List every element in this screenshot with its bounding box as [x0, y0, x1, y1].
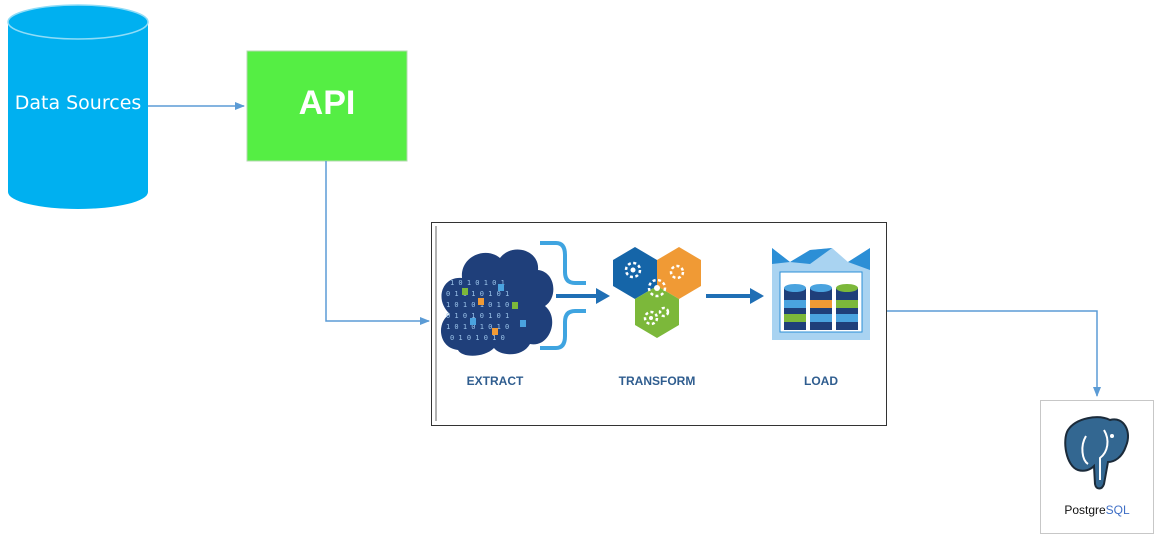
- data-sources-label: Data Sources: [14, 92, 142, 114]
- postgresql-elephant-icon: [1064, 416, 1129, 490]
- postgresql-label: PostgreSQL: [1040, 503, 1154, 517]
- svg-text:1 0 1 0 1 0 1 0: 1 0 1 0 1 0 1 0: [446, 301, 509, 309]
- postgresql-label-suffix: SQL: [1105, 503, 1130, 517]
- edge-etl-to-postgres: [887, 310, 1101, 397]
- svg-text:0 1 0 1 0 1 0 1: 0 1 0 1 0 1 0 1: [446, 312, 509, 320]
- load-warehouse-icon: [772, 248, 870, 340]
- api-box: [246, 50, 408, 162]
- postgresql-label-prefix: Postgre: [1064, 503, 1106, 517]
- svg-text:0 1 0 1 0 1 0: 0 1 0 1 0 1 0: [450, 334, 505, 342]
- extract-to-transform-arrow: [556, 288, 610, 304]
- database-cylinders: [784, 284, 858, 330]
- extract-label: EXTRACT: [466, 374, 524, 388]
- load-label: LOAD: [804, 374, 838, 388]
- binary-text: 1 0 1 0 1 0 1: [450, 279, 505, 287]
- extract-flow-lines: [540, 241, 586, 350]
- transform-label: TRANSFORM: [618, 374, 696, 388]
- edge-api-to-etl: [325, 161, 430, 325]
- data-sources-cylinder: [7, 4, 149, 209]
- transform-to-load-arrow: [706, 288, 764, 304]
- transform-gears-icon: [613, 247, 701, 338]
- svg-text:0 1 0 1 0 1 0 1: 0 1 0 1 0 1 0 1: [446, 290, 509, 298]
- svg-text:1 0 1 0 1 0 1 0: 1 0 1 0 1 0 1 0: [446, 323, 509, 331]
- api-label: API: [298, 84, 356, 122]
- extract-cloud-icon: 1 0 1 0 1 0 1 0 1 0 1 0 1 0 1 1 0 1 0 1 …: [440, 249, 554, 356]
